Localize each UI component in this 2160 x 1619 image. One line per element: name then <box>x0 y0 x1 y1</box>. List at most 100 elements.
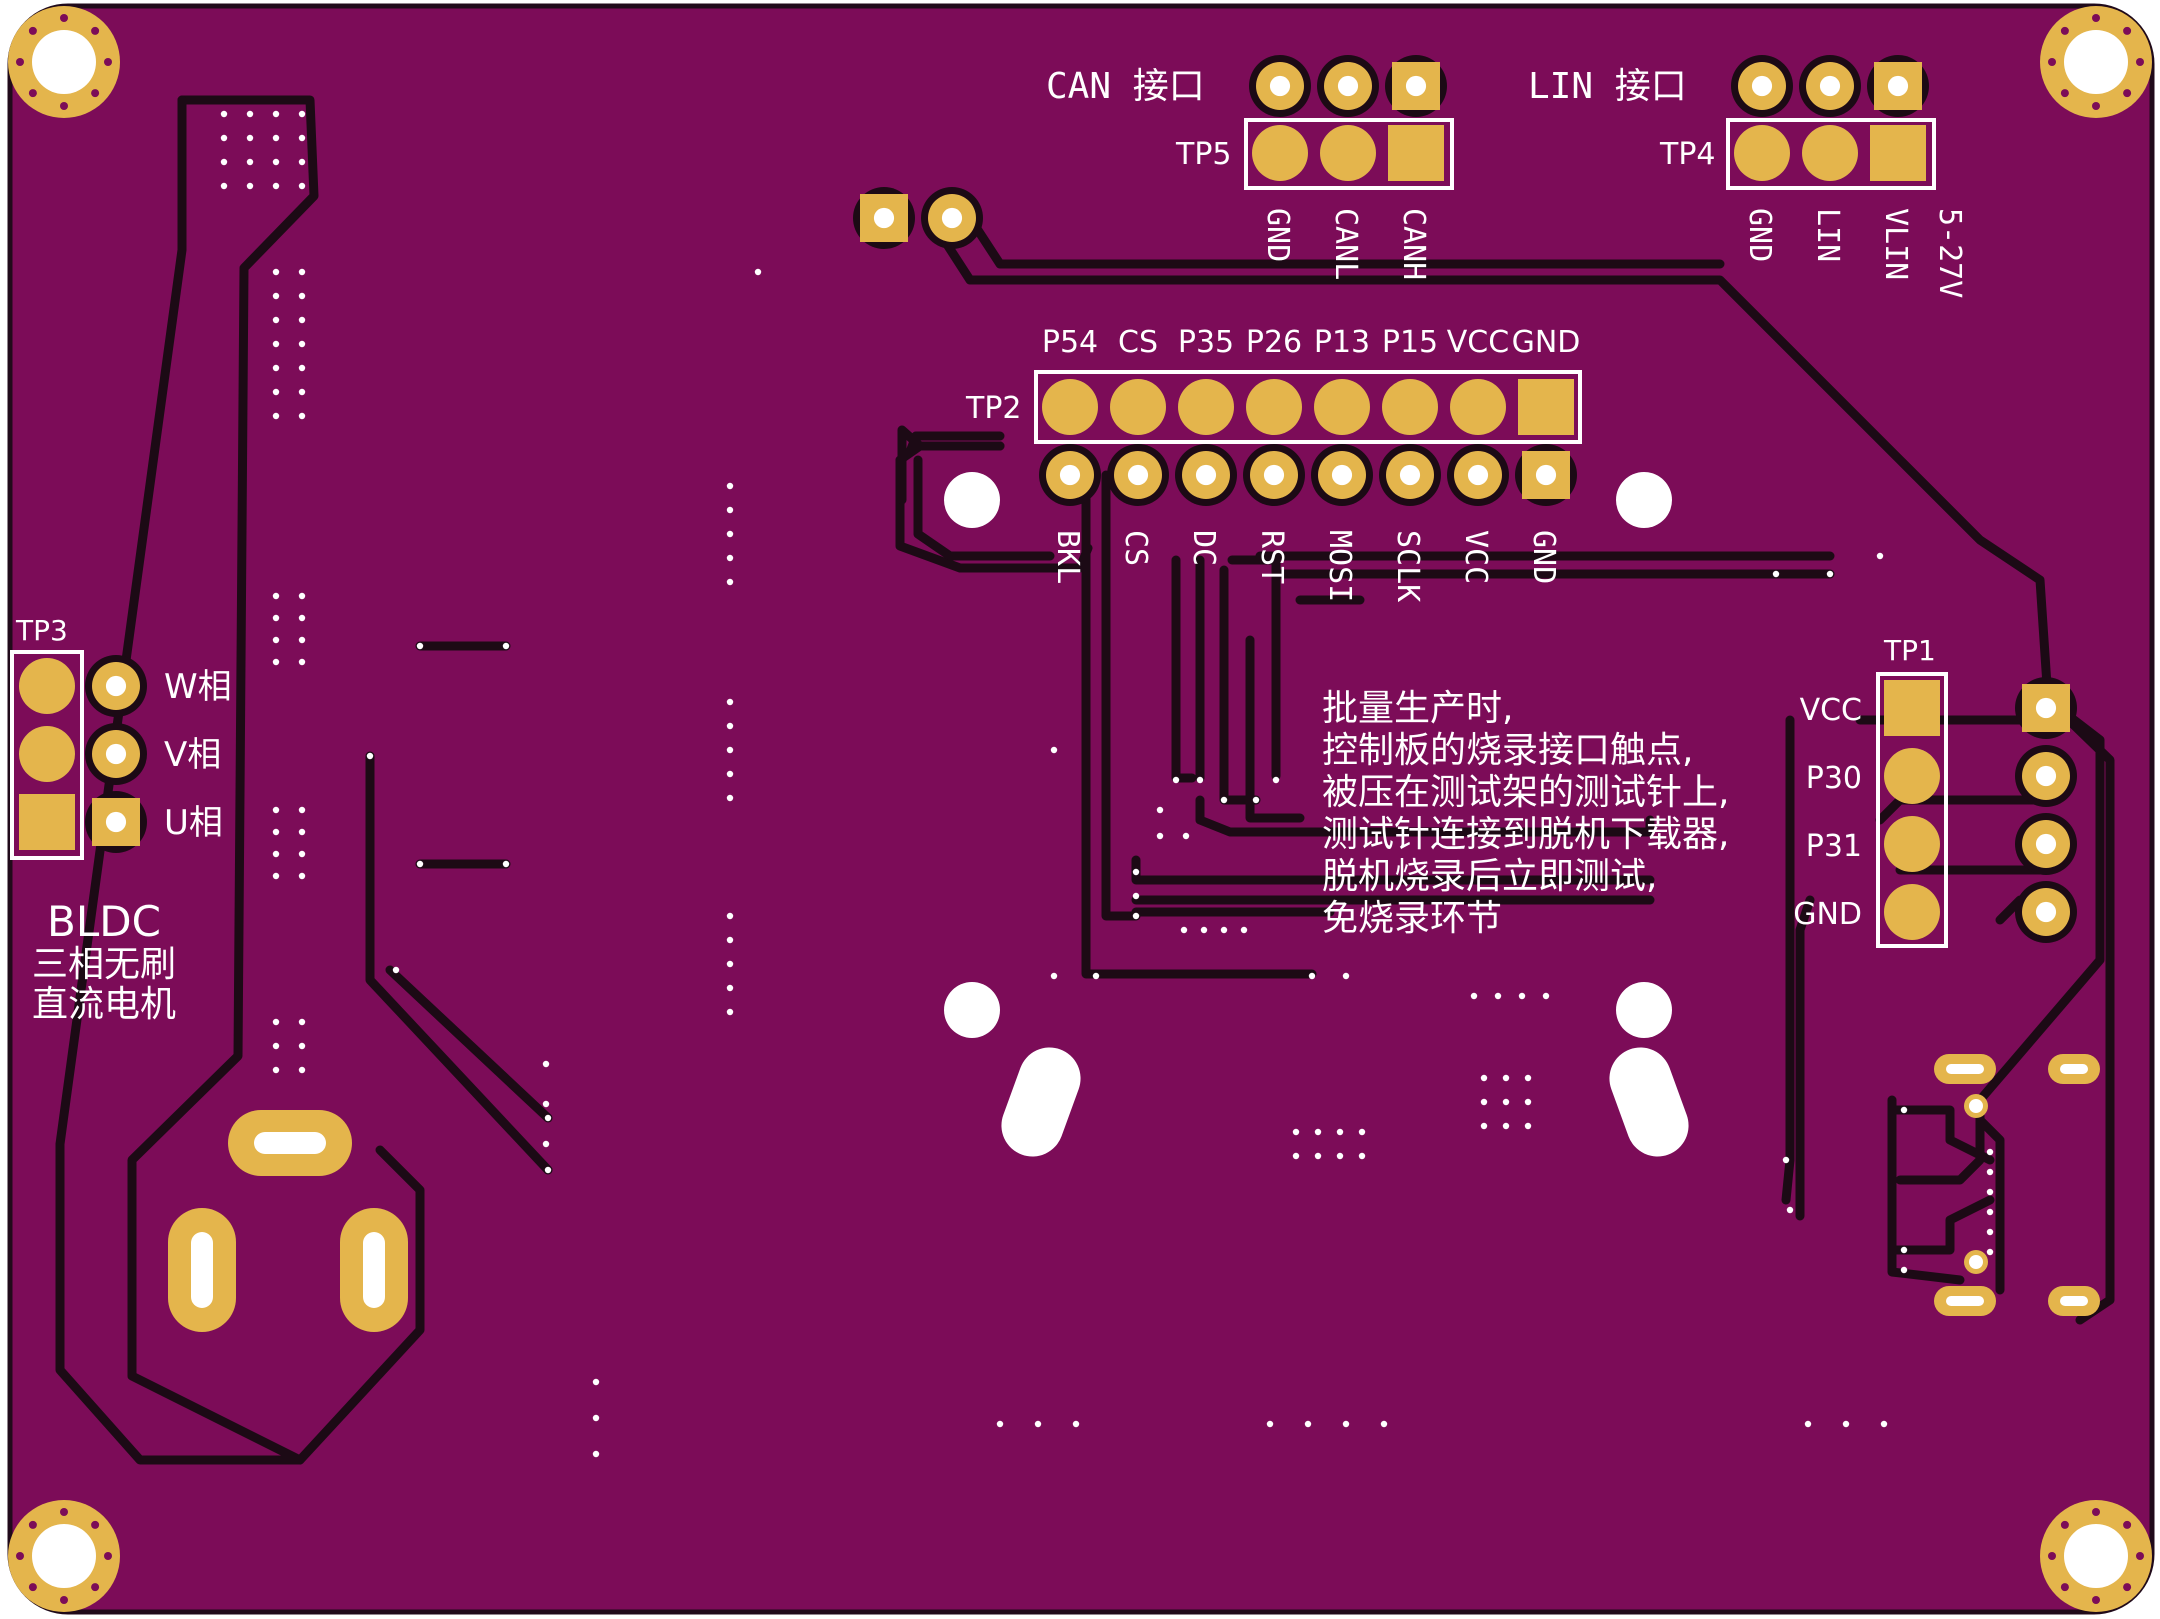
usb-pin-hole <box>1969 1255 1983 1269</box>
pad-drill <box>873 207 895 229</box>
mounting-hole-drill <box>2064 30 2128 94</box>
tp3-header-pin <box>85 655 147 717</box>
vias <box>220 110 1994 1458</box>
via <box>1132 892 1140 900</box>
via <box>298 268 306 276</box>
tp2-header-pin <box>1447 444 1509 506</box>
mounting-hole-via <box>28 1520 37 1529</box>
via <box>220 110 228 118</box>
via <box>1292 1128 1300 1136</box>
mounting-hole-via <box>2092 102 2100 110</box>
mounting-hole-via <box>60 102 68 110</box>
via <box>1272 776 1280 784</box>
via <box>1092 972 1100 980</box>
can-header-pin <box>1385 55 1447 117</box>
via <box>246 182 254 190</box>
tp3-test-pad <box>19 794 75 850</box>
note-line: 被压在测试架的测试针上, <box>1322 772 1729 813</box>
pad-drill <box>1331 464 1353 486</box>
via <box>542 1060 550 1068</box>
mounting-hole-via <box>91 89 100 98</box>
tp2-ref: TP2 <box>965 391 1022 426</box>
mounting-hole-via <box>2092 1508 2100 1516</box>
pad-round <box>1246 379 1302 435</box>
tp1-header-pin <box>2015 745 2077 807</box>
via <box>1502 1122 1510 1130</box>
via <box>502 642 510 650</box>
via <box>272 158 280 166</box>
mounting-hole-drill <box>32 1524 96 1588</box>
via <box>272 872 280 880</box>
pad-drill <box>2035 765 2057 787</box>
via <box>298 316 306 324</box>
lin-title: LIN 接口 <box>1528 66 1687 107</box>
pad-drill <box>1337 75 1359 97</box>
via <box>726 960 734 968</box>
via <box>1342 1420 1350 1428</box>
npth-hole <box>1616 982 1672 1038</box>
via <box>272 1066 280 1074</box>
tp2-top-label: P15 <box>1382 325 1438 360</box>
aux-header-pin <box>921 187 983 249</box>
tp2-test-pad <box>1246 379 1302 435</box>
mounting-hole-via <box>28 1583 37 1592</box>
via <box>726 530 734 538</box>
pad-drill <box>1127 464 1149 486</box>
via <box>298 850 306 858</box>
tp2-bottom-label: VCC <box>1458 530 1493 584</box>
tp2-test-pad <box>1382 379 1438 435</box>
mounting-hole-via <box>60 1508 68 1516</box>
pad-drill <box>105 743 127 765</box>
via <box>1308 972 1316 980</box>
tp3-ref: TP3 <box>15 614 68 647</box>
pad-drill <box>1269 75 1291 97</box>
via <box>298 110 306 118</box>
npth-slot <box>1609 1047 1689 1157</box>
via <box>1470 992 1478 1000</box>
tp1-test-pad <box>1884 816 1940 872</box>
via <box>298 292 306 300</box>
tp1-pin-label: GND <box>1793 897 1862 932</box>
via <box>272 110 280 118</box>
mounting-hole-via <box>2060 89 2069 98</box>
pad-round <box>1042 379 1098 435</box>
pad-round <box>1802 125 1858 181</box>
tp2-bottom-label: BKL <box>1050 530 1085 584</box>
tp2-header-pin <box>1107 444 1169 506</box>
motor-power-pads <box>168 1110 408 1332</box>
pad-drill <box>1819 75 1841 97</box>
pad-round <box>19 726 75 782</box>
via <box>592 1378 600 1386</box>
npth-holes <box>944 472 1689 1157</box>
via <box>246 134 254 142</box>
pad-drill <box>1535 464 1557 486</box>
mounting-hole-via <box>2092 14 2100 22</box>
via <box>366 752 374 760</box>
mounting-hole-via <box>16 1552 24 1560</box>
via <box>272 850 280 858</box>
via <box>298 658 306 666</box>
tp2-bottom-label: SCLK <box>1390 530 1425 602</box>
tp2-header-pin <box>1379 444 1441 506</box>
pad-round <box>1450 379 1506 435</box>
via <box>272 292 280 300</box>
pad-round <box>19 658 75 714</box>
via <box>1480 1122 1488 1130</box>
pad-round <box>1884 884 1940 940</box>
via <box>1314 1128 1322 1136</box>
tp2-header-pin <box>1243 444 1305 506</box>
motor-pad-slot <box>254 1132 326 1154</box>
via <box>1480 1098 1488 1106</box>
usb-pad-slot <box>2060 1064 2088 1074</box>
pad-drill <box>1059 464 1081 486</box>
via <box>272 1018 280 1026</box>
via <box>726 746 734 754</box>
can-pin-label: CANL <box>1328 208 1363 280</box>
via <box>1480 1074 1488 1082</box>
via <box>298 636 306 644</box>
can-title: CAN 接口 <box>1046 66 1205 107</box>
tp1-pin-label: VCC <box>1800 693 1862 728</box>
via <box>726 984 734 992</box>
via <box>542 1140 550 1148</box>
via <box>754 268 762 276</box>
